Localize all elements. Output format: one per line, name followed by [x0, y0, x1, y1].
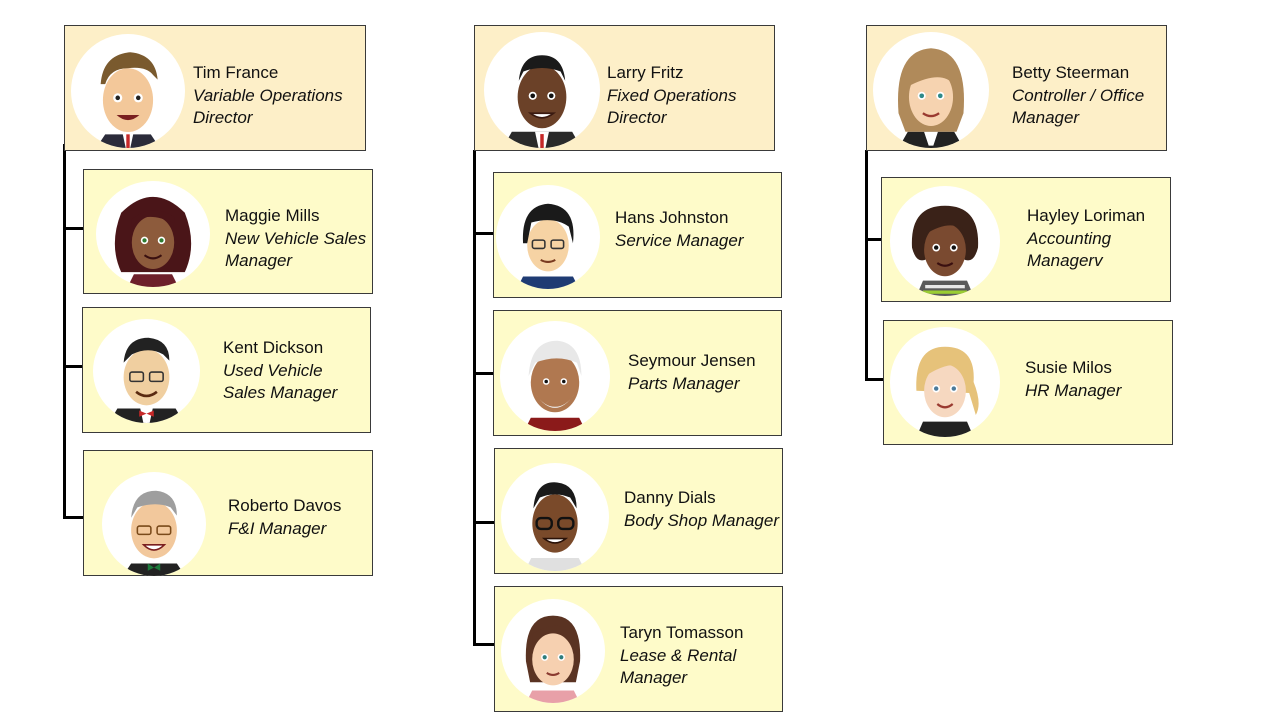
employee-name: Hayley Loriman — [1027, 206, 1146, 225]
employee-name: Kent Dickson — [223, 338, 324, 357]
cartoon-woman-bob-hair-avatar — [890, 186, 1000, 296]
employee-title: Body Shop Manager — [624, 510, 779, 530]
employee-name: Susie Milos — [1025, 358, 1112, 377]
org-card-report[interactable]: Hayley Loriman Accounting Managerv — [881, 177, 1171, 302]
employee-title: HR Manager — [1025, 380, 1122, 400]
org-card-report[interactable]: Roberto Davos F&I Manager — [83, 450, 373, 576]
connector-branch — [865, 238, 882, 241]
employee-name: Roberto Davos — [228, 496, 342, 515]
employee-title: Accounting Managerv — [1027, 228, 1112, 271]
employee-title: Parts Manager — [628, 373, 740, 393]
org-card-head[interactable]: Larry Fritz Fixed Operations Director — [474, 25, 775, 151]
connector-branch — [63, 516, 85, 519]
employee-title: Variable Operations Director — [193, 85, 343, 128]
org-card-report[interactable]: Taryn Tomasson Lease & Rental Manager — [494, 586, 783, 712]
cartoon-man-suit-avatar — [484, 32, 600, 148]
employee-name: Taryn Tomasson — [620, 623, 744, 642]
employee-name: Hans Johnston — [615, 208, 729, 227]
org-card-report[interactable]: Seymour Jensen Parts Manager — [493, 310, 782, 436]
employee-title: Used Vehicle Sales Manager — [223, 360, 338, 403]
org-card-report[interactable]: Susie Milos HR Manager — [883, 320, 1173, 445]
org-card-report[interactable]: Hans Johnston Service Manager — [493, 172, 782, 298]
employee-title: Lease & Rental Manager — [620, 645, 737, 688]
cartoon-woman-long-hair-avatar — [873, 32, 989, 148]
employee-name: Danny Dials — [624, 488, 716, 507]
cartoon-woman-brown-hair-avatar — [501, 599, 605, 703]
connector-branch — [63, 227, 85, 230]
employee-title: Fixed Operations Director — [607, 85, 737, 128]
connector-branch — [473, 232, 494, 235]
cartoon-woman-short-hair-glasses-avatar — [496, 185, 600, 289]
org-card-report[interactable]: Danny Dials Body Shop Manager — [494, 448, 783, 574]
connector-vertical — [865, 150, 868, 381]
connector-vertical — [473, 150, 476, 646]
employee-name: Tim France — [193, 63, 279, 82]
employee-name: Larry Fritz — [607, 63, 684, 82]
org-card-report[interactable]: Kent Dickson Used Vehicle Sales Manager — [82, 307, 371, 433]
connector-branch — [865, 378, 884, 381]
employee-title: Controller / Office Manager — [1012, 85, 1145, 128]
connector-branch — [63, 365, 85, 368]
org-card-head[interactable]: Tim France Variable Operations Director — [64, 25, 366, 151]
connector-branch — [473, 372, 494, 375]
employee-name: Maggie Mills — [225, 206, 320, 225]
cartoon-man-brown-hair-avatar — [71, 34, 185, 148]
connector-vertical — [63, 144, 66, 519]
employee-title: Service Manager — [615, 230, 744, 250]
cartoon-man-glasses-bowtie-avatar — [93, 319, 200, 423]
cartoon-woman-blonde-hair-avatar — [890, 327, 1000, 437]
cartoon-man-glasses-avatar — [501, 463, 609, 571]
employee-name: Seymour Jensen — [628, 351, 756, 370]
connector-branch — [473, 643, 494, 646]
employee-name: Betty Steerman — [1012, 63, 1130, 82]
employee-title: F&I Manager — [228, 518, 327, 538]
org-card-head[interactable]: Betty Steerman Controller / Office Manag… — [866, 25, 1167, 151]
cartoon-man-gray-hair-glasses-avatar — [102, 472, 206, 576]
cartoon-woman-curly-hair-avatar — [96, 181, 210, 287]
employee-title: New Vehicle Sales Manager — [225, 228, 367, 271]
cartoon-man-white-hair-beard-avatar — [500, 321, 610, 431]
org-card-report[interactable]: Maggie Mills New Vehicle Sales Manager — [83, 169, 373, 294]
connector-branch — [473, 521, 494, 524]
